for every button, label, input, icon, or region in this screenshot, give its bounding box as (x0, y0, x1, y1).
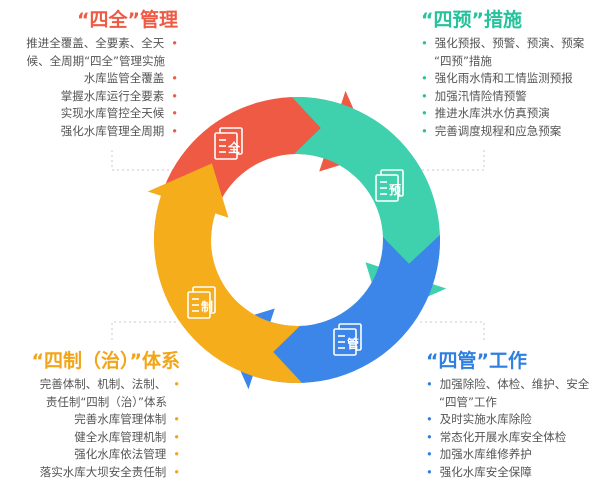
panel-four-management-work: “四管”工作 加强除险、体检、维护、安全“四管”工作及时实施水库除险常态化开展水… (426, 349, 598, 481)
list-item: 强化水库管理全周期 (10, 123, 178, 141)
list-item: “四管”工作 (439, 394, 497, 409)
panel-title: “四制（治）”体系 (31, 350, 180, 372)
panel-title: “四全”管理 (77, 9, 178, 31)
list-item: 掌握水库运行全要素 (10, 88, 178, 106)
list-item: 强化雨水情和工情监测预报 (421, 70, 599, 88)
ring-segment-green (292, 97, 447, 317)
list-item: 强化水库依法管理 (8, 446, 180, 464)
ring-icons: 全 预 管 制 (187, 127, 404, 356)
list-item: “四预”措施 (434, 53, 492, 68)
panel-list: 加强除险、体检、维护、安全“四管”工作及时实施水库除险常态化开展水库安全体检加强… (426, 376, 598, 481)
icon-char-guan: 管 (347, 336, 359, 351)
document-icon-yu: 预 (375, 169, 404, 202)
list-item: 及时实施水库除险 (426, 411, 598, 429)
icon-char-zhi: 制 (201, 299, 213, 314)
document-icon-zhi: 制 (187, 286, 216, 319)
ring-segment-orange (147, 163, 302, 383)
list-item: 加强水库维修养护 (426, 446, 598, 464)
list-item: 落实水库大坝安全责任制 (8, 464, 180, 482)
panel-title: “四预”措施 (421, 9, 522, 31)
list-item: 责任制“四制（治）”体系 (45, 394, 167, 409)
list-item: 加强除险、体检、维护、安全 (426, 376, 598, 394)
leader-line-tl (111, 150, 176, 171)
document-icon-guan: 管 (333, 323, 362, 356)
leader-lines (111, 150, 485, 340)
panel-four-whole-management: “四全”管理 推进全覆盖、全要素、全天候、全周期“四全”管理实施水库监管全覆盖掌… (10, 8, 178, 140)
leader-line-tr (420, 150, 485, 171)
list-item: 实现水库管控全天候 (10, 105, 178, 123)
list-item: 推进全覆盖、全要素、全天 (10, 35, 178, 53)
panel-four-system: “四制（治）”体系 完善体制、机制、法制、责任制“四制（治）”体系完善水库管理体… (8, 349, 180, 481)
ring-segments (147, 90, 447, 390)
list-item: 候、全周期“四全”管理实施 (26, 53, 165, 68)
icon-char-yu: 预 (389, 183, 401, 197)
leader-line-br (420, 321, 485, 340)
list-item: 完善调度规程和应急预案 (421, 123, 599, 141)
leader-line-bl (111, 321, 176, 340)
panel-title: “四管”工作 (426, 350, 527, 372)
panel-list: 完善体制、机制、法制、责任制“四制（治）”体系完善水库管理体制健全水库管理机制强… (8, 376, 180, 481)
list-item: 推进水库洪水仿真预演 (421, 105, 599, 123)
list-item: 水库监管全覆盖 (10, 70, 178, 88)
document-icon-quan: 全 (214, 127, 243, 160)
list-item: 常态化开展水库安全体检 (426, 429, 598, 447)
panel-four-prediction-measures: “四预”措施 强化预报、预警、预演、预案“四预”措施强化雨水情和工情监测预报加强… (421, 8, 599, 140)
list-item: 健全水库管理机制 (8, 429, 180, 447)
icon-char-quan: 全 (227, 140, 241, 155)
panel-list: 推进全覆盖、全要素、全天候、全周期“四全”管理实施水库监管全覆盖掌握水库运行全要… (10, 35, 178, 140)
list-item: 完善体制、机制、法制、 (8, 376, 180, 394)
ring-segment-blue (220, 235, 440, 390)
list-item: 加强汛情险情预警 (421, 88, 599, 106)
list-item: 强化水库安全保障 (426, 464, 598, 482)
list-item: 强化预报、预警、预演、预案 (421, 35, 599, 53)
panel-list: 强化预报、预警、预演、预案“四预”措施强化雨水情和工情监测预报加强汛情险情预警推… (421, 35, 599, 140)
list-item: 完善水库管理体制 (8, 411, 180, 429)
